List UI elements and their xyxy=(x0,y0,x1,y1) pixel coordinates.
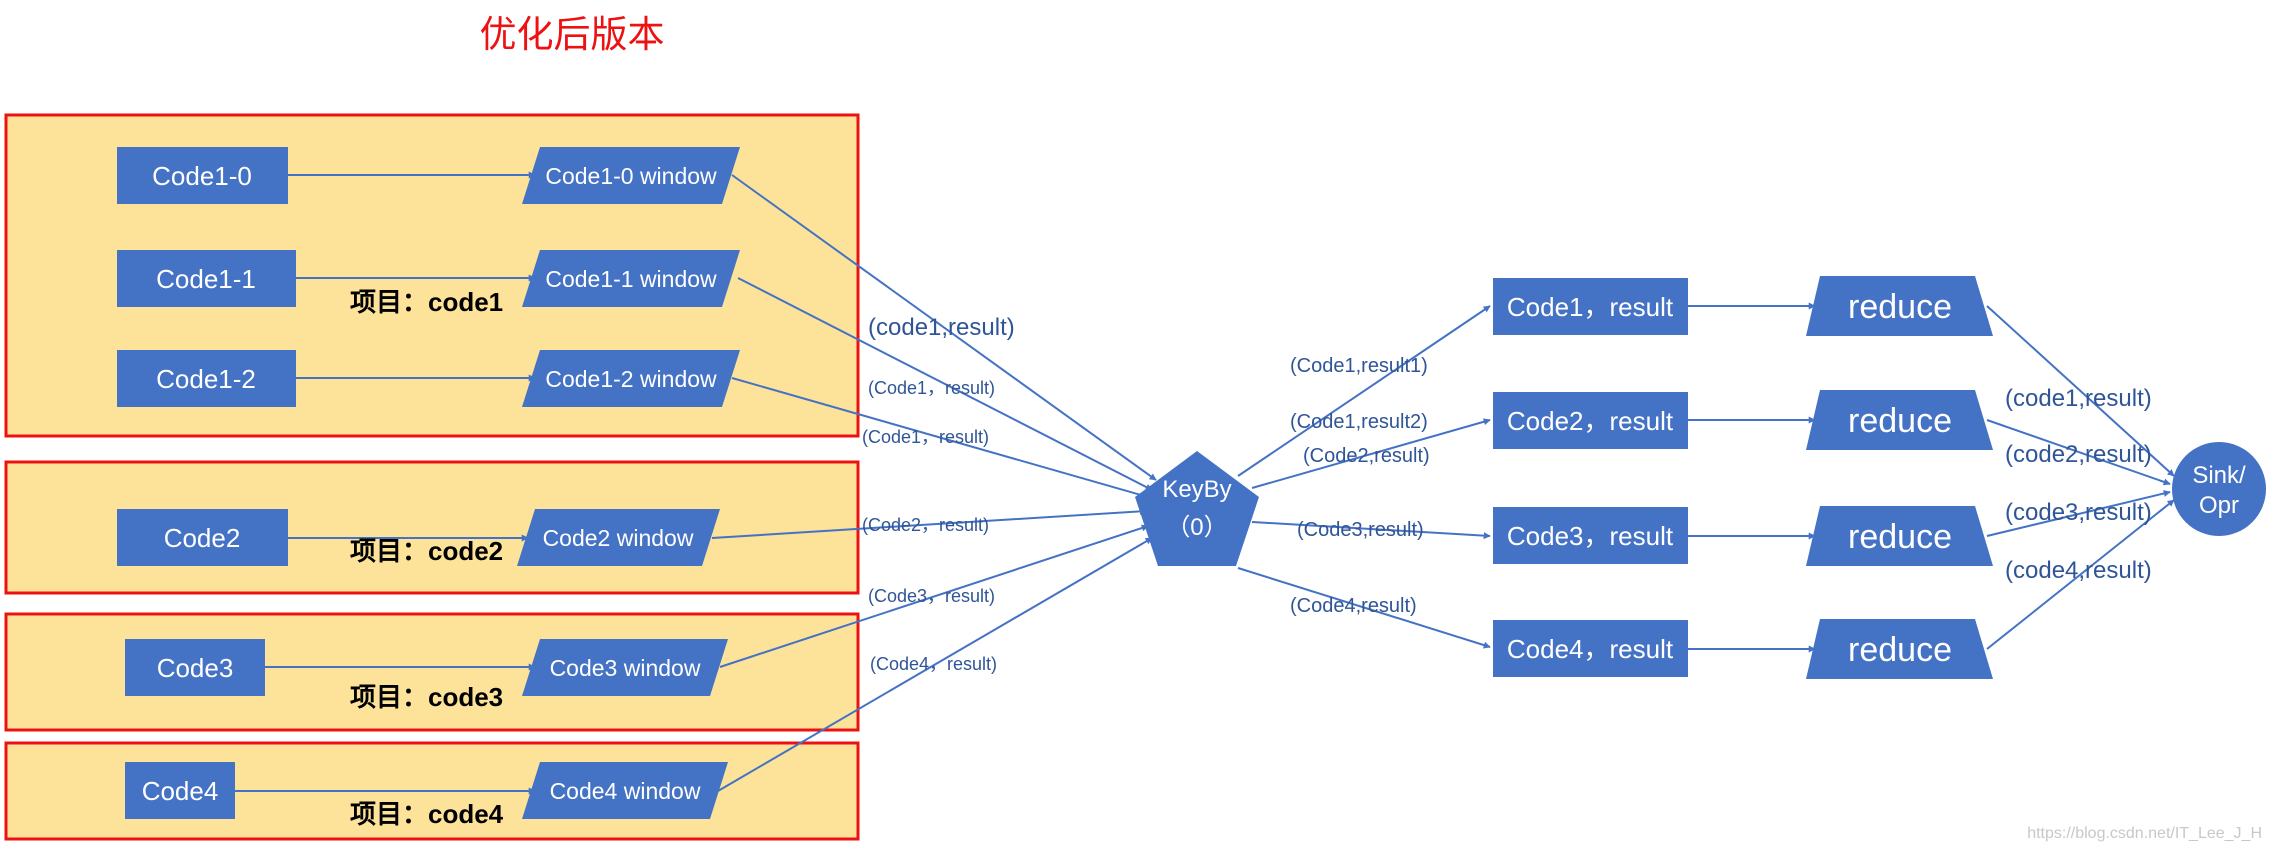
keyed-result-label: Code2，result xyxy=(1507,406,1674,436)
window-node-label: Code4 window xyxy=(550,778,701,804)
edge-label: (Code1,result1) xyxy=(1290,355,1428,377)
edge-window1-2-to-keyby xyxy=(731,377,1149,499)
source-node xyxy=(117,147,288,204)
source-node xyxy=(117,509,288,566)
keyby-edge-labels: (Code1,result1) (Code1,result2) (Code2,r… xyxy=(1290,355,1430,617)
reduce-label: reduce xyxy=(1848,288,1952,326)
reduce-to-sink-edges xyxy=(1986,305,2175,650)
window-node xyxy=(522,639,728,696)
keyed-result-node xyxy=(1493,620,1688,677)
keyed-result-label: Code1，result xyxy=(1507,292,1674,322)
reduce-node xyxy=(1806,276,1993,336)
keyby-label: KeyBy xyxy=(1162,476,1231,503)
edge-window2-to-keyby xyxy=(711,507,1147,539)
keyed-result-node xyxy=(1493,392,1688,449)
source-node xyxy=(125,639,265,696)
incoming-edge-labels: (code1,result) (Code1，result) (Code1，res… xyxy=(862,314,1015,674)
edge-label: (Code4,result) xyxy=(1290,595,1417,617)
edge-reduce1-to-sink xyxy=(1986,305,2175,477)
project-label: 项目：code4 xyxy=(350,799,504,829)
edge-keyby-to-code2-result xyxy=(1251,418,1491,489)
source-nodes: Code1-0 Code1-1 Code1-2 Code2 Code3 Code… xyxy=(117,147,296,819)
reduce-node xyxy=(1806,619,1993,679)
reduce-node xyxy=(1806,390,1993,450)
edge-reduce2-to-sink xyxy=(1986,419,2171,486)
reduce-label: reduce xyxy=(1848,631,1952,669)
window-node xyxy=(517,509,720,566)
window-nodes: Code1-0 window Code1-1 window Code1-2 wi… xyxy=(517,147,740,819)
edge-label: (Code1，result) xyxy=(868,378,995,398)
edge-label: (code2,result) xyxy=(2005,441,2152,468)
project-labels: 项目：code1 项目：code2 项目：code3 项目：code4 xyxy=(350,287,504,829)
window-node xyxy=(522,147,740,204)
reduce-nodes: reduce reduce reduce reduce xyxy=(1806,276,1993,679)
edge-label: (code1,result) xyxy=(868,314,1015,341)
project-groups xyxy=(4,113,860,841)
window-node xyxy=(522,762,728,819)
result-to-reduce-edges xyxy=(1688,302,1816,653)
source-node xyxy=(117,350,296,407)
edge-window4-to-keyby xyxy=(717,537,1153,792)
source-node-label: Code1-2 xyxy=(156,364,256,394)
project-label: 项目：code1 xyxy=(350,287,503,317)
window-node-label: Code2 window xyxy=(543,525,694,551)
pentagon-icon xyxy=(1135,451,1259,566)
source-node xyxy=(117,250,296,307)
sink-label: Opr xyxy=(2199,492,2239,519)
watermark: https://blog.csdn.net/IT_Lee_J_H xyxy=(2027,825,2262,842)
project-label: 项目：code3 xyxy=(350,682,503,712)
window-node-label: Code1-2 window xyxy=(545,366,717,392)
sink-circle xyxy=(2172,442,2266,536)
edge-reduce4-to-sink xyxy=(1986,499,2175,650)
edge-label: (Code2,result) xyxy=(1303,445,1430,467)
source-node-label: Code3 xyxy=(157,653,234,683)
edge-keyby-to-code4-result xyxy=(1237,567,1491,649)
keyby-to-result-edges xyxy=(1237,305,1491,649)
reduce-label: reduce xyxy=(1848,402,1952,440)
reduce-node xyxy=(1806,506,1993,566)
edge-reduce3-to-sink xyxy=(1986,490,2171,537)
window-node-label: Code1-0 window xyxy=(545,163,717,189)
sink-edge-labels: (code1,result) (code2,result) (code3,res… xyxy=(2005,385,2152,584)
keyby-param: （0） xyxy=(1166,514,1227,541)
edge-label: (Code2，result) xyxy=(862,515,989,535)
window-node xyxy=(522,250,740,307)
reduce-label: reduce xyxy=(1848,518,1952,556)
edge-label: (Code1,result2) xyxy=(1290,411,1428,433)
source-node-label: Code4 xyxy=(142,776,219,806)
source-to-window-edges xyxy=(235,171,536,795)
keyed-result-nodes: Code1，result Code2，result Code3，result C… xyxy=(1493,278,1688,677)
edge-label: (code1,result) xyxy=(2005,385,2152,412)
edge-keyby-to-code1-result xyxy=(1237,305,1491,477)
edge-window1-0-to-keyby xyxy=(731,174,1157,481)
edge-label: (code4,result) xyxy=(2005,557,2152,584)
keyed-result-node xyxy=(1493,278,1688,335)
edge-label: (Code1，result) xyxy=(862,427,989,447)
keyby-node: KeyBy （0） xyxy=(1135,451,1259,566)
source-node xyxy=(125,762,235,819)
window-node-label: Code1-1 window xyxy=(545,266,717,292)
keyed-result-label: Code4，result xyxy=(1507,634,1674,664)
source-node-label: Code1-0 xyxy=(152,161,252,191)
edge-window3-to-keyby xyxy=(719,524,1149,668)
window-node xyxy=(522,350,740,407)
source-node-label: Code2 xyxy=(164,523,241,553)
project-label: 项目：code2 xyxy=(350,536,503,566)
edge-label: (Code3,result) xyxy=(1297,519,1424,541)
diagram-title: 优化后版本 xyxy=(480,14,665,55)
edge-label: (Code3，result) xyxy=(868,586,995,606)
window-node-label: Code3 window xyxy=(550,655,701,681)
sink-node: Sink/ Opr xyxy=(2172,442,2266,536)
edge-label: (Code4，result) xyxy=(870,654,997,674)
sink-label: Sink/ xyxy=(2192,462,2246,489)
edge-window1-1-to-keyby xyxy=(737,277,1153,491)
edge-label: (code3,result) xyxy=(2005,499,2152,526)
keyed-result-label: Code3，result xyxy=(1507,521,1674,551)
window-to-keyby-edges xyxy=(711,174,1157,792)
edge-keyby-to-code3-result xyxy=(1251,521,1491,540)
source-node-label: Code1-1 xyxy=(156,264,256,294)
keyed-result-node xyxy=(1493,507,1688,564)
